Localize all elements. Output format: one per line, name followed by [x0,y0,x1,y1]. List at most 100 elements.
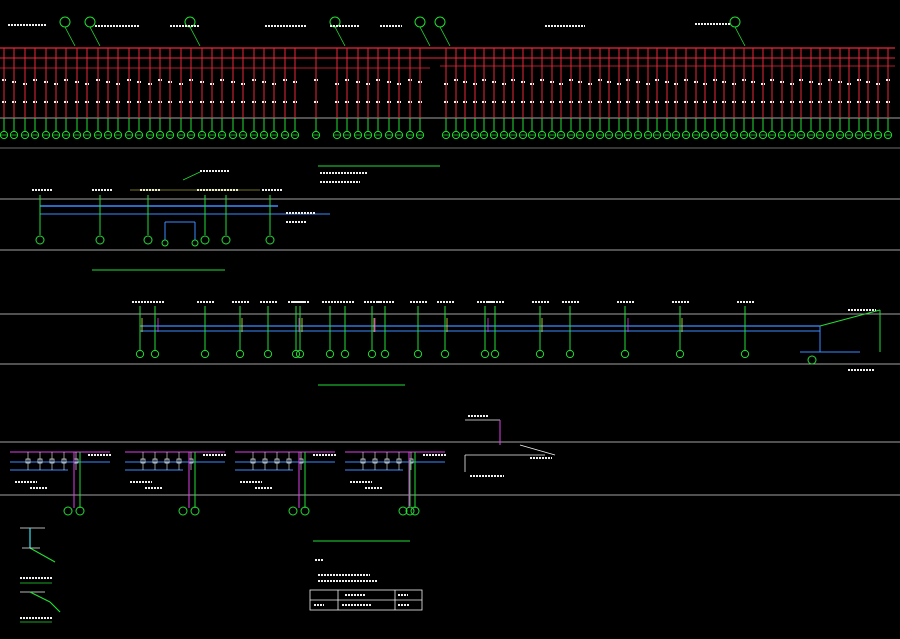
long-pipe-system-diagram [132,301,881,386]
fixture-symbol [719,130,729,140]
leader-line [439,26,451,47]
valve-symbol [61,458,67,464]
fixture-symbol [405,130,415,140]
fixture-symbol [269,130,279,140]
riser-tag-symbol [434,16,446,28]
fixture-symbol [353,130,363,140]
sprinkler-symbol [440,349,450,359]
fixture-symbol [883,130,893,140]
sprinkler-symbol [75,506,85,516]
riser-pipe [819,309,881,327]
fixture-symbol [394,130,404,140]
riser-tag-symbol [59,16,71,28]
sprinkler-symbol [135,349,145,359]
fixture-symbol [767,130,777,140]
fixture-symbol [518,130,528,140]
detail-pipe [29,591,51,603]
fixture-symbol [238,130,248,140]
fixture-symbol [72,130,82,140]
fixture-symbol [777,130,787,140]
fixture-symbol [384,130,394,140]
fixture-symbol [691,130,701,140]
fixture-symbol [41,130,51,140]
fixture-symbol [700,130,710,140]
riser-tag-symbol [84,16,96,28]
valve-symbol [396,458,402,464]
sprinkler-symbol [398,506,408,516]
fixture-symbol [748,130,758,140]
fixture-symbol [566,130,576,140]
sprinkler-symbol [565,349,575,359]
fixture-symbol [93,130,103,140]
hydrant-symbol [143,235,153,245]
sprinkler-symbol [490,349,500,359]
fixture-symbol [0,130,9,140]
fixture-symbol [61,130,71,140]
fixture-symbol [259,130,269,140]
sprinkler-symbol [300,506,310,516]
fixture-symbol [165,130,175,140]
fixture-symbol [633,130,643,140]
sprinkler-symbol [410,506,420,516]
fixture-symbol [103,130,113,140]
hydrant-symbol [95,235,105,245]
sprinkler-symbol [340,349,350,359]
fixture-symbol [186,130,196,140]
detail-pipe [29,547,56,563]
fixture-symbol [710,130,720,140]
sprinkler-symbol [740,349,750,359]
fixture-symbol [787,130,797,140]
fire-hydrant-system-diagram [32,170,330,271]
valve-symbol [49,458,55,464]
fixture-symbol [470,130,480,140]
sprinkler-symbol [380,349,390,359]
fixture-symbol [9,130,19,140]
fixture-symbol [643,130,653,140]
pump-symbol [807,355,817,365]
fixture-symbol [796,130,806,140]
sprinkler-symbol [63,506,73,516]
fixture-symbol [835,130,845,140]
fixture-symbol [806,130,816,140]
valve-symbol [164,458,170,464]
valve-symbol [274,458,280,464]
fixture-symbol [145,130,155,140]
fixture-symbol [739,130,749,140]
fixture-symbol [671,130,681,140]
fixture-symbol [20,130,30,140]
fixture-symbol [363,130,373,140]
fixture-symbol [441,130,451,140]
leader-line [64,26,76,47]
fixture-symbol [460,130,470,140]
floor-lines [0,117,900,496]
sprinkler-symbol [291,349,301,359]
sprinkler-symbol [190,506,200,516]
leader-line [182,171,201,181]
fixture-symbol [415,130,425,140]
sprinkler-symbol [150,349,160,359]
fixture-symbol [342,130,352,140]
sprinkler-symbol [288,506,298,516]
sprinkler-symbol [325,349,335,359]
riser-tag-symbol [729,16,741,28]
sprinkler-symbol [480,349,490,359]
fixture-symbol [280,130,290,140]
fixture-symbol [489,130,499,140]
fixture-symbol [556,130,566,140]
hydrant-symbol [200,235,210,245]
fixture-symbol [176,130,186,140]
pipe-line [519,444,556,456]
fixture-symbol [373,130,383,140]
fixture-symbol [134,130,144,140]
fixture-symbol [758,130,768,140]
fixture-symbol [854,130,864,140]
fixture-symbol [155,130,165,140]
sprinkler-symbol [178,506,188,516]
fixture-symbol [207,130,217,140]
fixture-symbol [614,130,624,140]
riser-tag-symbol [414,16,426,28]
fixture-symbol [595,130,605,140]
top-riser-system-diagram [0,16,895,183]
fixture-symbol [217,130,227,140]
